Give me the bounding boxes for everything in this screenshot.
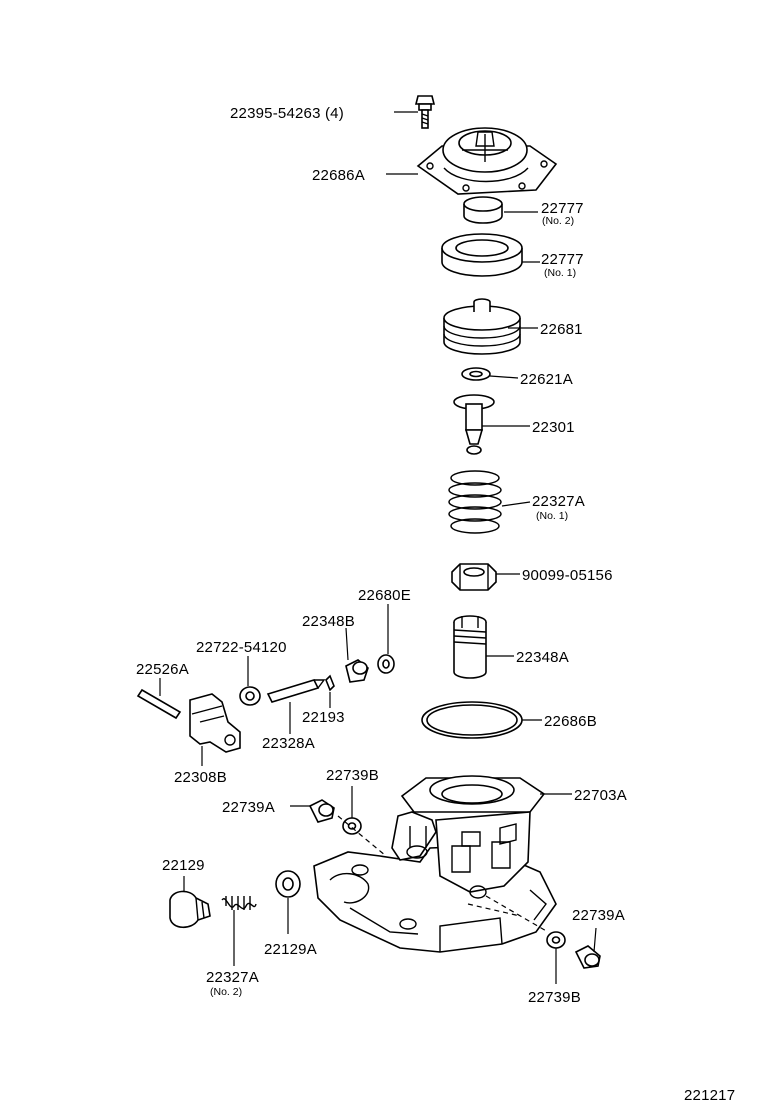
screw-22348B (345, 659, 369, 683)
label-22129: 22129 (162, 857, 205, 874)
leader-lines (159, 111, 597, 984)
label-22681: 22681 (540, 321, 583, 338)
plunger-22301 (453, 394, 495, 455)
label-22348A: 22348A (516, 649, 569, 666)
seal-22739B-lower (546, 931, 566, 949)
label-22348B: 22348B (302, 613, 355, 630)
ring-22722-54120 (239, 686, 261, 706)
washer-22621A (461, 367, 491, 381)
label-22680E: 22680E (358, 587, 411, 604)
label-22686A: 22686A (312, 167, 365, 184)
bolt-22395-54263 (414, 95, 436, 129)
cylinder-22777-no2 (463, 196, 503, 224)
label-22327A-no1-sub: (No. 1) (536, 510, 568, 522)
label-22526A: 22526A (136, 661, 189, 678)
nut-90099-05156 (451, 563, 497, 591)
cover-22686A (416, 127, 558, 195)
seal-22680E (377, 654, 395, 674)
label-22777-no1-sub: (No. 1) (544, 267, 576, 279)
label-22327A-no2-sub: (No. 2) (210, 986, 242, 998)
label-22777-no1: 22777 (541, 251, 584, 268)
clip-22193 (325, 674, 335, 692)
pin-22328A (266, 679, 326, 703)
screw-22348A (453, 615, 487, 679)
label-22739B-upper: 22739B (326, 767, 379, 784)
plug-22129 (169, 890, 211, 929)
label-22301: 22301 (532, 419, 575, 436)
housing-22703A (313, 775, 557, 953)
piston-22681 (443, 298, 521, 355)
label-22129A: 22129A (264, 941, 317, 958)
ring-22777-no1 (441, 233, 523, 277)
plug-22739A-left (308, 799, 335, 823)
spring-22327A-no1 (448, 470, 502, 534)
label-22193: 22193 (302, 709, 345, 726)
label-22327A-no2: 22327A (206, 969, 259, 986)
figure-id: 221217 (684, 1087, 735, 1104)
label-22395-54263: 22395-54263 (4) (230, 105, 344, 122)
washer-22129A (275, 870, 301, 898)
label-22777-no2-sub: (No. 2) (542, 215, 574, 227)
label-90099-05156: 90099-05156 (522, 567, 613, 584)
lever-22308B (189, 693, 241, 753)
o-ring-22686B (421, 701, 523, 739)
label-22327A-no1: 22327A (532, 493, 585, 510)
label-22777-no2: 22777 (541, 200, 584, 217)
label-22621A: 22621A (520, 371, 573, 388)
label-22722-54120: 22722-54120 (196, 639, 287, 656)
label-22739A-right: 22739A (572, 907, 625, 924)
label-22686B: 22686B (544, 713, 597, 730)
label-22739B-lower: 22739B (528, 989, 581, 1006)
seal-22739B-upper (342, 817, 362, 835)
pin-22526A (136, 688, 182, 720)
label-22739A-left: 22739A (222, 799, 275, 816)
label-22703A: 22703A (574, 787, 627, 804)
plug-22739A-right (574, 945, 601, 969)
label-22328A: 22328A (262, 735, 315, 752)
spring-22327A-no2 (221, 896, 257, 910)
label-22308B: 22308B (174, 769, 227, 786)
